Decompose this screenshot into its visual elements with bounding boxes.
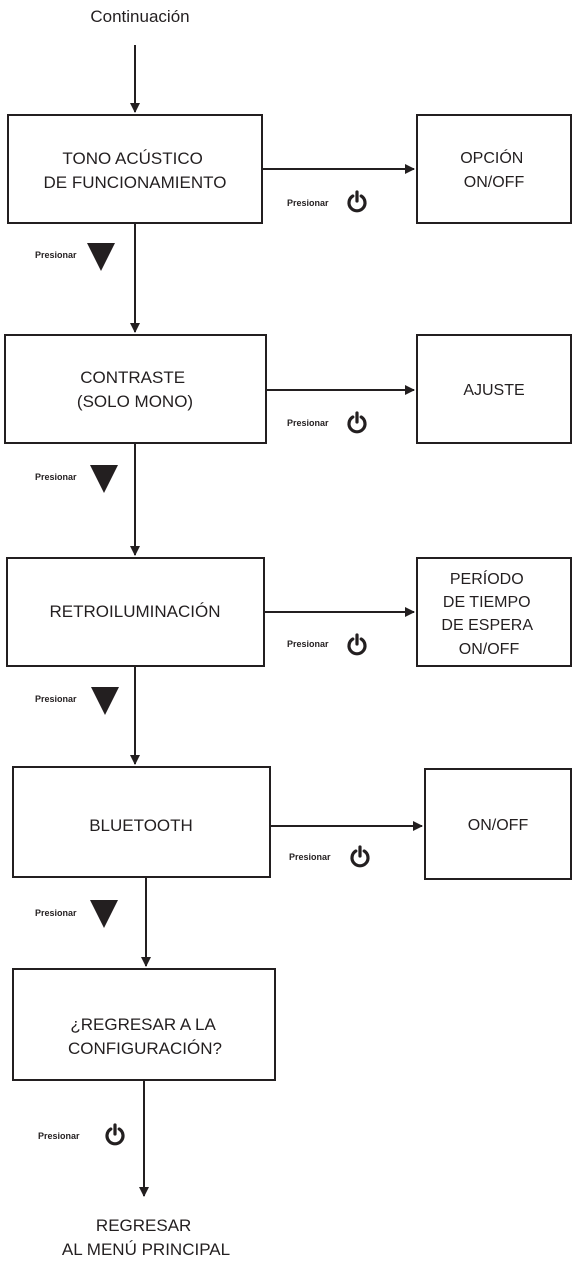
option-label: OPCIÓN ON/OFF bbox=[460, 148, 528, 191]
step-box bbox=[7, 114, 263, 224]
step-label: ¿REGRESAR A LA CONFIGURACIÓN? bbox=[68, 1015, 222, 1058]
down-arrow-icon bbox=[90, 465, 118, 493]
power-icon bbox=[347, 411, 367, 434]
step-box bbox=[12, 766, 271, 878]
step-label: BLUETOOTH bbox=[89, 816, 193, 835]
option-box bbox=[416, 114, 572, 224]
down-arrow-icon bbox=[87, 243, 115, 271]
return-main-menu-label: REGRESAR AL MENÚ PRINCIPAL bbox=[62, 1216, 230, 1259]
step-label: RETROILUMINACIÓN bbox=[50, 602, 221, 621]
option-box bbox=[416, 557, 572, 667]
step-label: CONTRASTE (SOLO MONO) bbox=[77, 368, 193, 411]
press-down-label: Presionar bbox=[35, 250, 77, 260]
step-box bbox=[4, 334, 267, 444]
down-arrow-icon bbox=[91, 687, 119, 715]
press-down-label: Presionar bbox=[35, 908, 77, 918]
press-down-label: Presionar bbox=[35, 472, 77, 482]
step-bluetooth: BLUETOOTH ON/OFF Presionar Presionar bbox=[12, 766, 572, 967]
power-icon bbox=[105, 1123, 125, 1146]
option-label: PERÍODO DE TIEMPO DE ESPERA ON/OFF bbox=[441, 569, 536, 658]
step-contrast: CONTRASTE (SOLO MONO) AJUSTE Presionar P… bbox=[4, 334, 572, 556]
press-power-label: Presionar bbox=[287, 198, 329, 208]
step-label: TONO ACÚSTICO DE FUNCIONAMIENTO bbox=[44, 149, 227, 192]
down-arrow-icon bbox=[90, 900, 118, 928]
continuation-label: Continuación bbox=[90, 7, 189, 26]
step-backlight: RETROILUMINACIÓN PERÍODO DE TIEMPO DE ES… bbox=[6, 557, 572, 765]
option-label: AJUSTE bbox=[463, 382, 524, 399]
press-down-label: Presionar bbox=[35, 694, 77, 704]
press-power-label: Presionar bbox=[287, 418, 329, 428]
power-icon bbox=[347, 190, 367, 213]
option-box bbox=[424, 768, 572, 880]
press-power-label: Presionar bbox=[289, 852, 331, 862]
power-icon bbox=[347, 633, 367, 656]
step-acoustic-tone: TONO ACÚSTICO DE FUNCIONAMIENTO OPCIÓN O… bbox=[7, 114, 572, 333]
power-icon bbox=[350, 845, 370, 868]
press-power-label: Presionar bbox=[287, 639, 329, 649]
option-box bbox=[416, 334, 572, 444]
option-label: ON/OFF bbox=[468, 817, 529, 834]
step-return-config: ¿REGRESAR A LA CONFIGURACIÓN? Presionar bbox=[12, 968, 276, 1197]
press-power-label: Presionar bbox=[38, 1131, 80, 1141]
